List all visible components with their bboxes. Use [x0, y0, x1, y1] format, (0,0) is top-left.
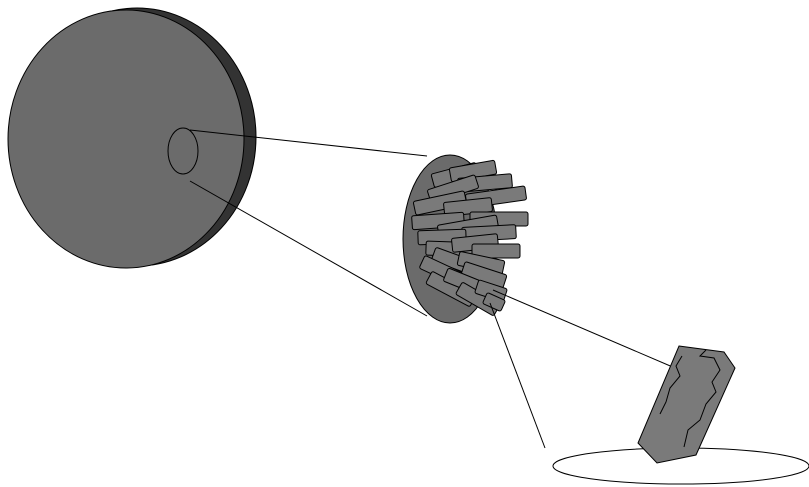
- single-grain: [638, 346, 735, 463]
- large-disk: [8, 10, 244, 268]
- zoom-line-to-ground: [490, 303, 545, 448]
- zoom-line-to-grain: [493, 290, 675, 368]
- large-disk-group: [8, 8, 256, 268]
- single-grain-group: [553, 346, 809, 484]
- grain-cluster-group: [403, 155, 528, 323]
- zoom-line-lower: [190, 181, 427, 316]
